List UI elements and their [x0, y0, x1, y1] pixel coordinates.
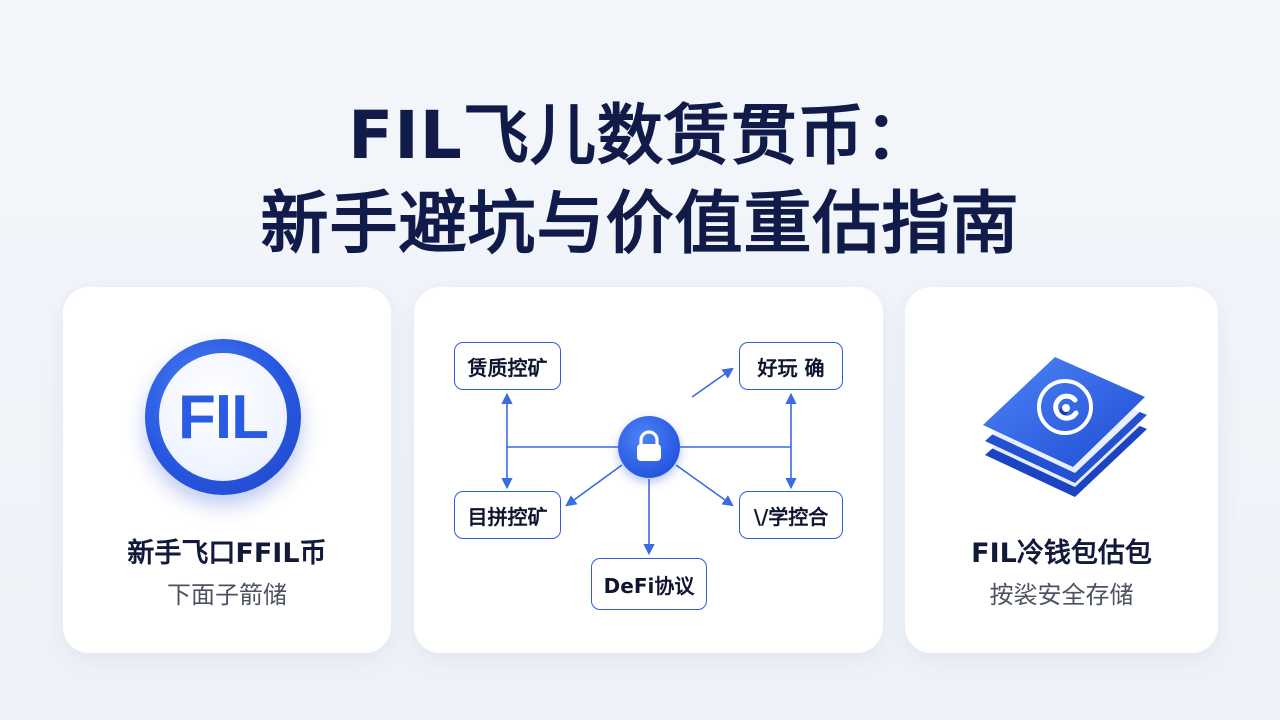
card-subtitle: 下面子箭储	[167, 581, 287, 609]
card-cold-wallet: FIL冷钱包估包 按裟安全存储	[905, 287, 1218, 653]
card-fil-coin: FIL 新手飞口FFIL币 下面子箭储	[63, 287, 391, 653]
diagram-node: 赁质控矿	[454, 342, 561, 390]
card-title: 新手飞口FFIL币	[127, 538, 327, 569]
card-title: FIL冷钱包估包	[971, 538, 1152, 569]
card-diagram: 赁质控矿 好玩 确 目拼控矿 \/学控合 DeFi协议	[414, 287, 883, 653]
lock-icon	[618, 416, 680, 478]
fil-coin-icon: FIL	[145, 339, 301, 495]
page-title-line-2: 新手避坑与价值重估指南	[260, 185, 1020, 264]
coin-label: FIL	[178, 382, 269, 452]
diagram-connectors	[501, 367, 797, 556]
diagram-node: \/学控合	[739, 491, 843, 539]
diagram-node: 目拼控矿	[454, 491, 561, 539]
diagram-node: 好玩 确	[739, 342, 843, 390]
diagram-node: DeFi协议	[591, 558, 707, 610]
card-subtitle: 按裟安全存储	[989, 581, 1134, 609]
cold-wallet-icon	[983, 357, 1147, 497]
page-title-line-1: FIL飞儿数赁贯币：	[348, 97, 932, 174]
